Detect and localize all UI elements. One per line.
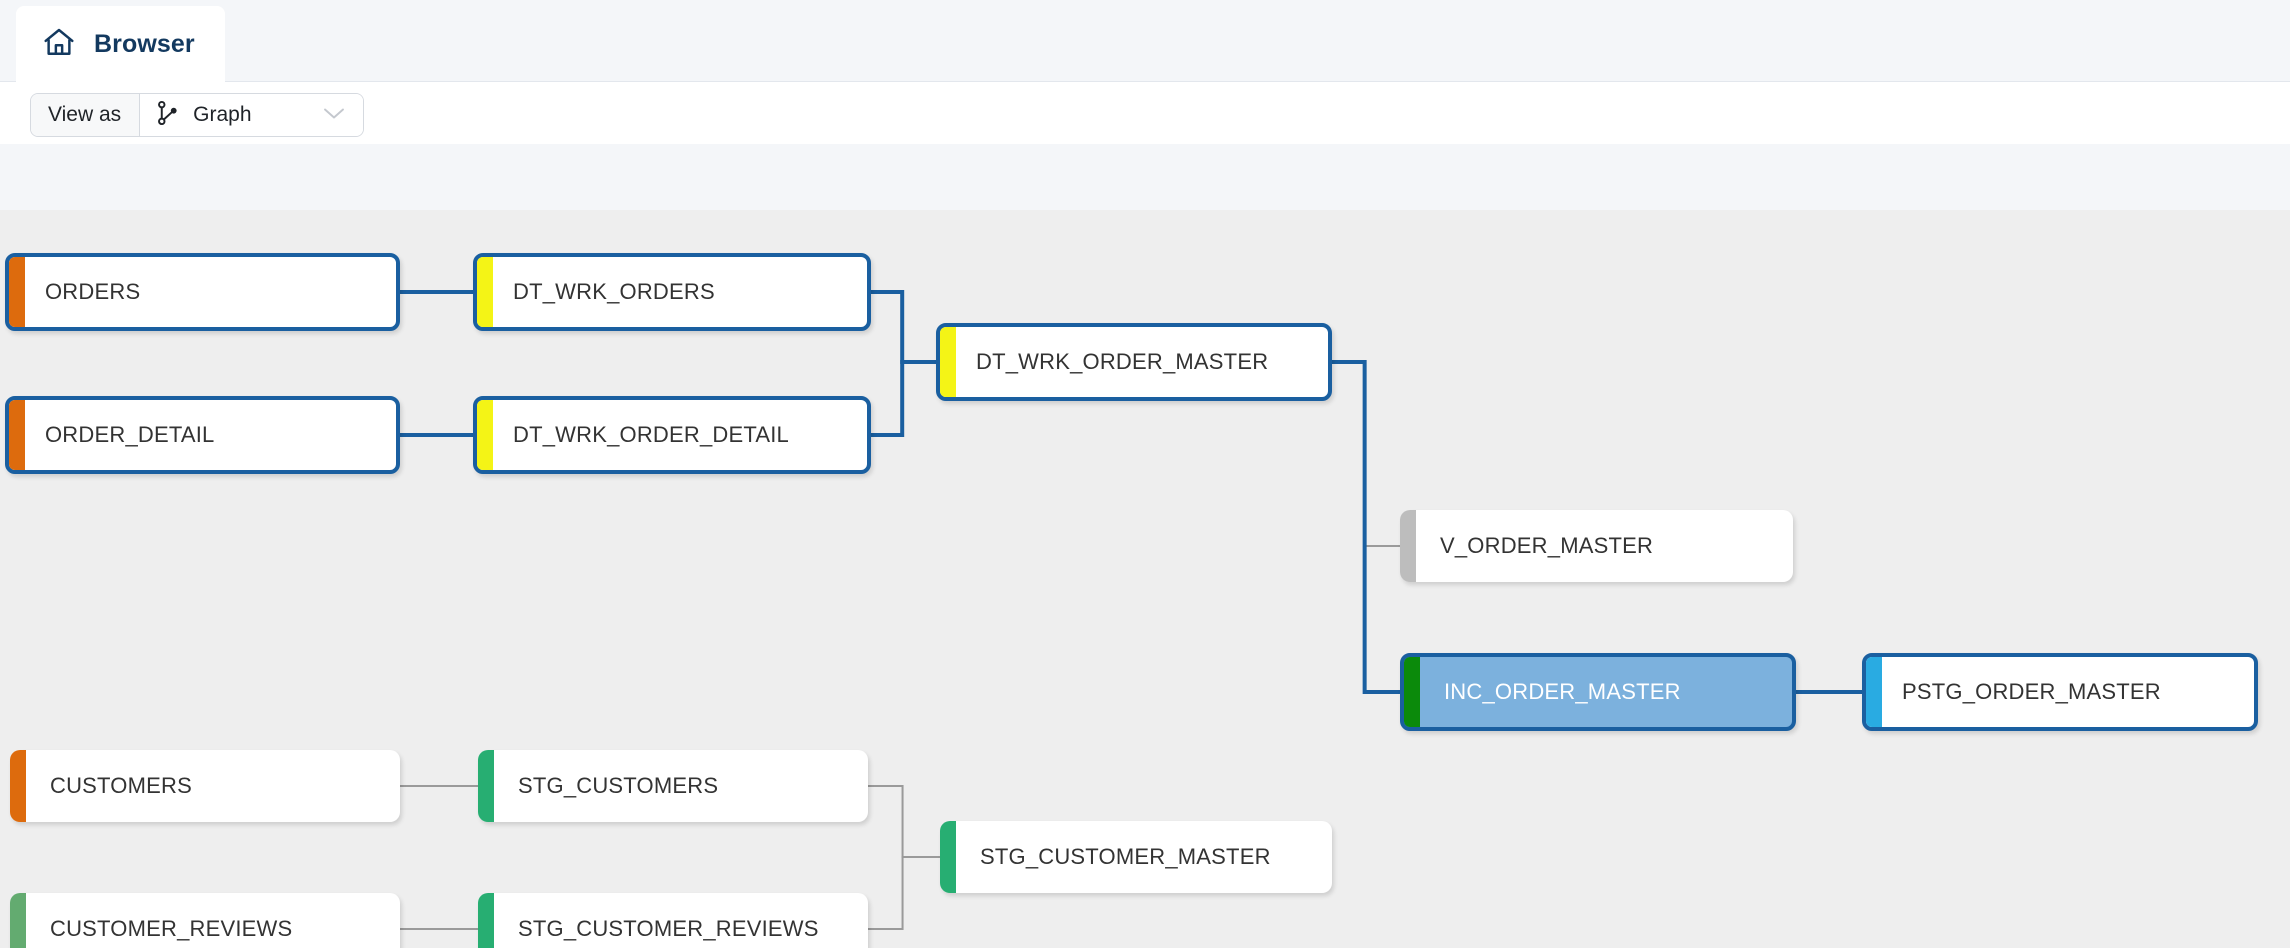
graph-node-v_order_master[interactable]: V_ORDER_MASTER xyxy=(1400,510,1793,582)
node-accent-bar xyxy=(940,821,956,893)
node-label: CUSTOMER_REVIEWS xyxy=(50,916,293,941)
graph-edge-stg_customers-to-stg_customer_master xyxy=(868,785,940,858)
graph-node-dt_wrk_orders[interactable]: DT_WRK_ORDERS xyxy=(473,253,871,331)
view-as-select[interactable]: Graph xyxy=(140,94,364,136)
node-accent-bar xyxy=(1866,657,1882,727)
node-accent-bar xyxy=(477,400,493,470)
graph-edge-dt_wrk_order_detail-to-dt_wrk_order_master xyxy=(871,360,936,437)
node-accent-bar xyxy=(10,750,26,822)
node-label: ORDERS xyxy=(45,279,141,304)
node-label: DT_WRK_ORDER_DETAIL xyxy=(513,422,789,447)
view-as-label: View as xyxy=(31,94,141,136)
node-accent-bar xyxy=(10,893,26,948)
node-label: PSTG_ORDER_MASTER xyxy=(1902,679,2161,704)
home-icon xyxy=(42,27,76,62)
node-label: V_ORDER_MASTER xyxy=(1440,533,1654,558)
node-accent-bar xyxy=(478,750,494,822)
graph-node-orders[interactable]: ORDERS xyxy=(5,253,400,331)
node-accent-bar xyxy=(940,327,956,397)
view-as-control[interactable]: View as Graph xyxy=(30,93,365,137)
graph-node-order_detail[interactable]: ORDER_DETAIL xyxy=(5,396,400,474)
graph-node-customer_reviews[interactable]: CUSTOMER_REVIEWS xyxy=(10,893,400,948)
toolbar: View as Graph xyxy=(0,82,2290,144)
graph-edge-dt_wrk_orders-to-dt_wrk_order_master xyxy=(871,290,936,364)
node-accent-bar xyxy=(478,893,494,948)
graph-node-stg_customer_reviews[interactable]: STG_CUSTOMER_REVIEWS xyxy=(478,893,868,948)
node-label: DT_WRK_ORDERS xyxy=(513,279,715,304)
node-label: STG_CUSTOMER_REVIEWS xyxy=(518,916,819,941)
node-accent-bar xyxy=(9,257,25,327)
graph-edge-stg_customer_reviews-to-stg_customer_master xyxy=(868,856,940,930)
node-label: STG_CUSTOMERS xyxy=(518,773,719,798)
view-as-value: Graph xyxy=(193,103,252,126)
node-accent-bar xyxy=(1400,510,1416,582)
node-accent-bar xyxy=(1404,657,1420,727)
graph-node-dt_wrk_order_master[interactable]: DT_WRK_ORDER_MASTER xyxy=(936,323,1332,401)
graph-node-dt_wrk_order_detail[interactable]: DT_WRK_ORDER_DETAIL xyxy=(473,396,871,474)
node-accent-bar xyxy=(9,400,25,470)
chevron-down-icon[interactable] xyxy=(321,105,351,126)
tab-strip: Browser xyxy=(0,0,2290,82)
graph-node-stg_customer_master[interactable]: STG_CUSTOMER_MASTER xyxy=(940,821,1332,893)
graph-node-pstg_order_master[interactable]: PSTG_ORDER_MASTER xyxy=(1862,653,2258,731)
graph-node-stg_customers[interactable]: STG_CUSTOMERS xyxy=(478,750,868,822)
node-label: DT_WRK_ORDER_MASTER xyxy=(976,349,1269,374)
filter-band xyxy=(0,144,2290,210)
node-label: CUSTOMERS xyxy=(50,773,192,798)
graph-edge-dt_wrk_order_master-to-inc_order_master xyxy=(1332,360,1400,694)
tab-browser[interactable]: Browser xyxy=(16,6,225,82)
node-label: STG_CUSTOMER_MASTER xyxy=(980,844,1271,869)
graph-edge-dt_wrk_order_master-to-v_order_master xyxy=(1332,361,1400,547)
graph-node-customers[interactable]: CUSTOMERS xyxy=(10,750,400,822)
graph-branch-icon xyxy=(156,100,180,131)
node-label: INC_ORDER_MASTER xyxy=(1444,679,1681,704)
tab-label: Browser xyxy=(94,29,195,58)
node-label: ORDER_DETAIL xyxy=(45,422,215,447)
graph-node-inc_order_master[interactable]: INC_ORDER_MASTER xyxy=(1400,653,1796,731)
node-accent-bar xyxy=(477,257,493,327)
graph-canvas[interactable]: ORDERS DT_WRK_ORDERS ORDER_DETAIL DT_WRK_OR… xyxy=(0,210,2290,948)
